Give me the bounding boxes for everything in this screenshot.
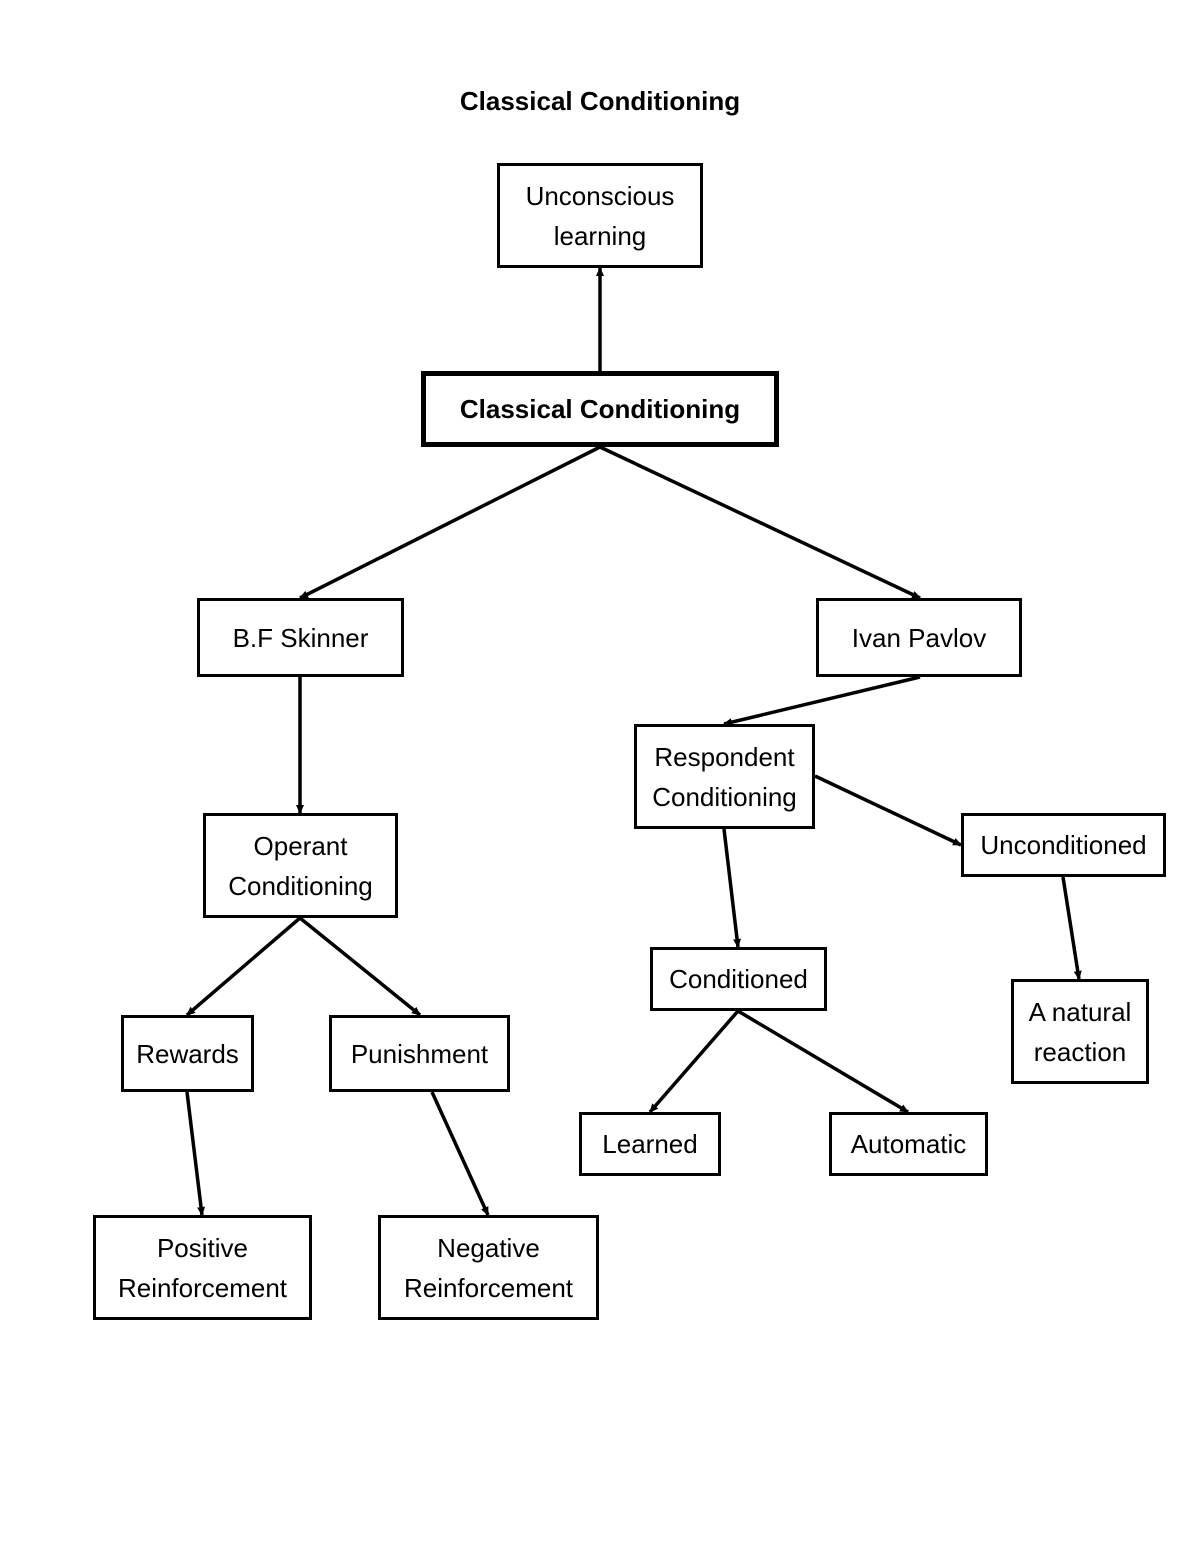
node-rewards: Rewards	[121, 1015, 254, 1092]
node-ivan-pavlov: Ivan Pavlov	[816, 598, 1022, 677]
arrow-operant-conditioning-to-punishment	[298, 916, 422, 1017]
arrow-punishment-to-negative-reinforcement	[430, 1091, 490, 1216]
arrow-respondent-conditioning-to-unconditioned	[814, 774, 962, 847]
node-label: Rewards	[136, 1038, 239, 1069]
node-label: Learned	[602, 1129, 698, 1159]
node-unconscious-learning: Unconscious learning	[497, 163, 703, 268]
node-label: Punishment	[350, 1038, 489, 1069]
node-label: Negative Reinforcement	[403, 1232, 574, 1303]
node-punishment: Punishment	[329, 1015, 510, 1092]
arrow-operant-conditioning-to-rewards	[185, 916, 302, 1017]
node-respondent-conditioning: Respondent Conditioning	[634, 724, 815, 829]
node-label: Classical Conditioning	[459, 394, 741, 424]
arrow-ivan-pavlov-to-respondent-conditioning	[723, 675, 921, 727]
arrow-classical-conditioning-to-ivan-pavlov	[599, 445, 921, 600]
page-title: Classical Conditioning	[459, 86, 741, 116]
node-conditioned: Conditioned	[650, 947, 827, 1011]
node-classical-conditioning: Classical Conditioning	[421, 371, 779, 447]
node-label: Operant Conditioning	[228, 830, 373, 901]
node-label: A natural reaction	[1028, 996, 1132, 1067]
arrow-conditioned-to-learned	[648, 1009, 740, 1114]
node-bf-skinner: B.F Skinner	[197, 598, 404, 677]
node-negative-reinforcement: Negative Reinforcement	[378, 1215, 599, 1320]
node-label: Unconscious learning	[525, 180, 675, 251]
node-positive-reinforcement: Positive Reinforcement	[93, 1215, 312, 1320]
node-label: Ivan Pavlov	[851, 622, 987, 653]
node-learned: Learned	[579, 1112, 721, 1176]
node-label: Unconditioned	[980, 830, 1147, 860]
arrow-conditioned-to-automatic	[737, 1009, 909, 1114]
node-operant-conditioning: Operant Conditioning	[203, 813, 398, 918]
arrow-classical-conditioning-to-bf-skinner	[299, 445, 601, 600]
node-label: Respondent Conditioning	[652, 741, 797, 812]
node-label: Positive Reinforcement	[117, 1232, 288, 1303]
node-a-natural-reaction: A natural reaction	[1011, 979, 1149, 1084]
node-label: B.F Skinner	[232, 622, 369, 653]
node-automatic: Automatic	[829, 1112, 988, 1176]
node-label: Automatic	[850, 1129, 967, 1159]
node-unconditioned: Unconditioned	[961, 813, 1166, 877]
arrow-unconditioned-to-a-natural-reaction	[1061, 876, 1082, 980]
node-label: Conditioned	[669, 964, 808, 994]
arrow-rewards-to-positive-reinforcement	[185, 1091, 206, 1216]
arrow-respondent-conditioning-to-conditioned	[722, 828, 742, 948]
